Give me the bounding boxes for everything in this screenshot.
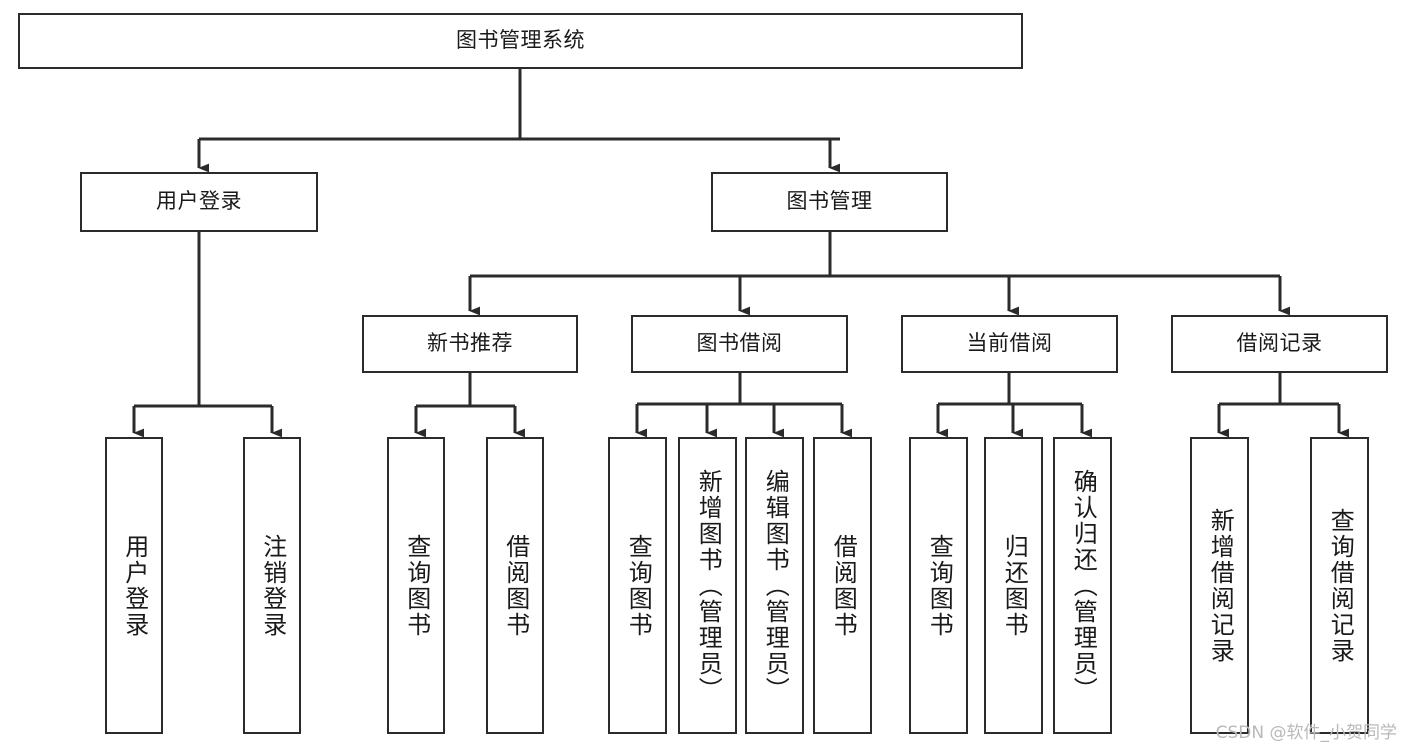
csdn-watermark: CSDN @软件_小贺同学 — [1215, 723, 1397, 743]
node-book-management[interactable]: 图书管理 — [711, 172, 948, 232]
leaf-newbook-borrow-book-label: 借阅图书 — [501, 533, 530, 638]
leaf-current-return-book[interactable]: 归还图书 — [984, 437, 1043, 734]
leaf-borrow-add-book-admin-label: 新增图书（管理员） — [694, 468, 723, 703]
leaf-record-add-record-label: 新增借阅记录 — [1206, 507, 1235, 664]
leaf-newbook-borrow-book[interactable]: 借阅图书 — [486, 437, 544, 734]
node-new-book-recommend-label: 新书推荐 — [427, 331, 513, 356]
node-user-login[interactable]: 用户登录 — [80, 172, 318, 232]
leaf-current-confirm-return-admin-label: 确认归还（管理员） — [1069, 468, 1098, 703]
leaf-user-login[interactable]: 用户登录 — [105, 437, 163, 734]
node-new-book-recommend[interactable]: 新书推荐 — [362, 315, 578, 373]
leaf-current-query-book-label: 查询图书 — [925, 533, 954, 638]
leaf-newbook-query-book[interactable]: 查询图书 — [387, 437, 445, 734]
leaf-borrow-edit-book-admin-label: 编辑图书（管理员） — [761, 468, 790, 703]
node-root-label: 图书管理系统 — [456, 28, 585, 53]
node-book-management-label: 图书管理 — [786, 189, 873, 214]
node-current-borrow[interactable]: 当前借阅 — [901, 315, 1118, 373]
node-book-borrow-label: 图书借阅 — [696, 331, 783, 356]
leaf-logout-label: 注销登录 — [258, 533, 287, 638]
leaf-user-login-label: 用户登录 — [120, 533, 149, 638]
node-current-borrow-label: 当前借阅 — [966, 331, 1053, 356]
leaf-current-query-book[interactable]: 查询图书 — [909, 437, 968, 734]
node-user-login-label: 用户登录 — [156, 189, 242, 214]
leaf-borrow-add-book-admin[interactable]: 新增图书（管理员） — [678, 437, 737, 734]
leaf-logout[interactable]: 注销登录 — [243, 437, 301, 734]
leaf-record-query-record-label: 查询借阅记录 — [1326, 507, 1355, 664]
leaf-record-add-record[interactable]: 新增借阅记录 — [1190, 437, 1249, 734]
leaf-borrow-edit-book-admin[interactable]: 编辑图书（管理员） — [745, 437, 804, 734]
leaf-current-confirm-return-admin[interactable]: 确认归还（管理员） — [1053, 437, 1112, 734]
node-book-borrow[interactable]: 图书借阅 — [631, 315, 848, 373]
node-borrow-record[interactable]: 借阅记录 — [1171, 315, 1388, 373]
node-root[interactable]: 图书管理系统 — [18, 13, 1023, 69]
leaf-record-query-record[interactable]: 查询借阅记录 — [1310, 437, 1369, 734]
node-borrow-record-label: 借阅记录 — [1236, 331, 1323, 356]
leaf-current-return-book-label: 归还图书 — [1000, 533, 1029, 638]
leaf-borrow-borrow-book[interactable]: 借阅图书 — [813, 437, 872, 734]
leaf-borrow-query-book[interactable]: 查询图书 — [608, 437, 667, 734]
leaf-borrow-borrow-book-label: 借阅图书 — [829, 533, 858, 638]
leaf-newbook-query-book-label: 查询图书 — [402, 533, 431, 638]
leaf-borrow-query-book-label: 查询图书 — [624, 533, 653, 638]
